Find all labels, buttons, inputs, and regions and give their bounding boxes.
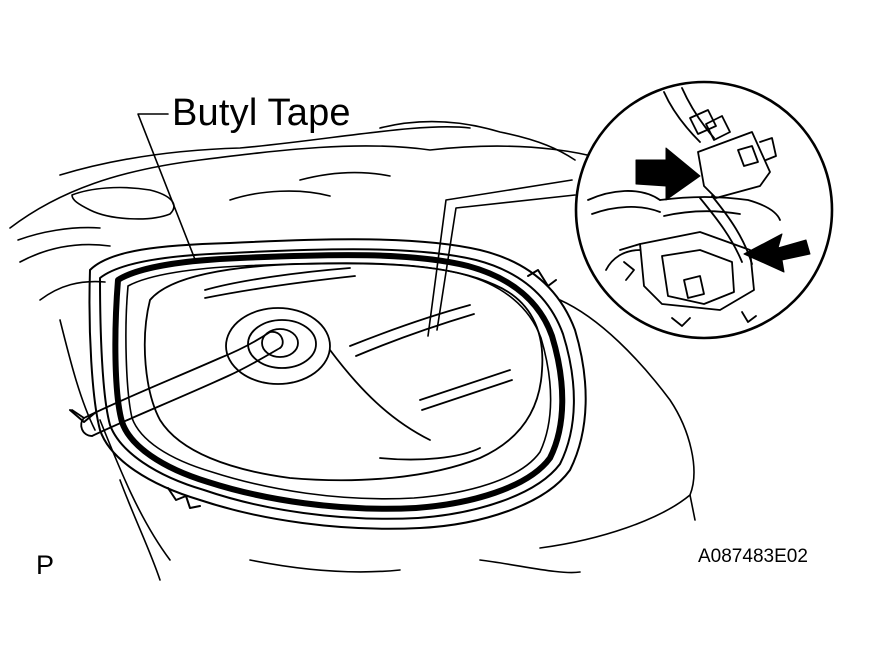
butyl-tape-label: Butyl Tape <box>172 92 351 134</box>
detail-magnifier <box>574 80 834 340</box>
figure-code: A087483E02 <box>698 546 808 567</box>
fuel-hose <box>71 331 284 437</box>
hose-fitting <box>225 307 331 385</box>
floor-panel-outline <box>9 120 696 581</box>
leader-lines <box>137 113 576 337</box>
service-hole-flange <box>69 238 587 530</box>
view-marker: P <box>36 550 55 580</box>
butyl-tape-band <box>112 252 566 512</box>
cover-plate <box>143 262 544 482</box>
arrow-left-icon <box>743 233 811 273</box>
arrow-right-icon <box>635 147 701 201</box>
